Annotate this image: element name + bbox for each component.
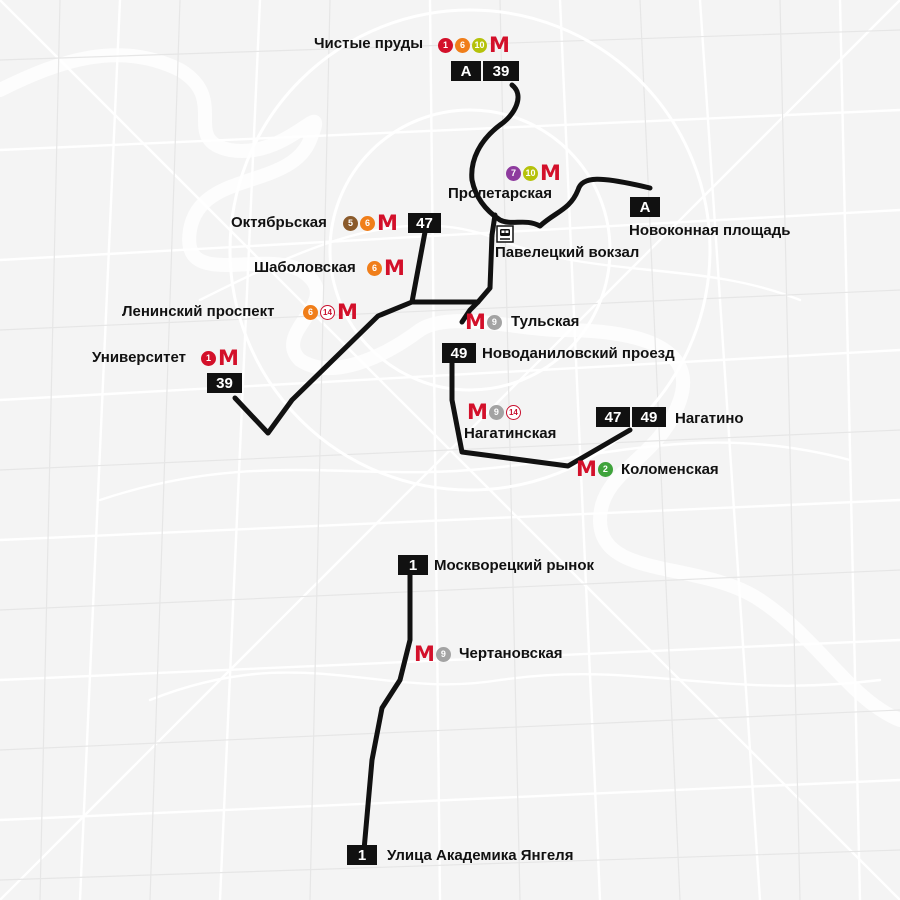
stop-label-universitet: Университет — [92, 349, 186, 366]
metro-lines-shabolovskaya: 6 M — [367, 256, 405, 280]
line-badge: 6 — [360, 215, 375, 231]
route-badge-47[interactable]: 47 — [408, 213, 441, 233]
line-badge: 6 — [455, 37, 470, 53]
route-badge-49[interactable]: 49 — [442, 343, 476, 363]
stop-label-proletarskaya: Пролетарская — [448, 185, 553, 202]
stop-label-novodanilovsky: Новоданиловский проезд — [482, 345, 675, 362]
stop-label-yangelya: Улица Академика Янгеля — [387, 847, 574, 864]
route-1-line[interactable] — [361, 572, 413, 853]
route-chips-novodanilovsky: 49 — [442, 343, 476, 363]
line-badge: 6 — [303, 304, 318, 320]
line-badge: 14 — [320, 304, 335, 320]
route-badge-47[interactable]: 47 — [596, 407, 630, 427]
stop-label-moskvoretsky: Москворецкий рынок — [434, 557, 595, 574]
route-chips-yangelya: 1 — [347, 845, 377, 865]
route-A-line[interactable] — [469, 82, 653, 229]
metro-icon: M — [337, 300, 358, 324]
line-badge: 9 — [486, 314, 502, 330]
route-49-line[interactable] — [449, 299, 633, 469]
line-badge: 6 — [367, 260, 382, 276]
route-chips-chistye-prudy: А 39 — [451, 61, 519, 81]
route-chips-moskvoretsky: 1 — [398, 555, 428, 575]
line-badge: 14 — [505, 404, 521, 420]
stop-label-tulskaya: Тульская — [511, 313, 580, 330]
metro-icon: M — [540, 161, 561, 185]
stop-label-nagatinskaya: Нагатинская — [464, 425, 557, 442]
stop-label-kolomenskaya: Коломенская — [621, 461, 719, 478]
line-badge: 10 — [472, 37, 487, 53]
line-badge: 1 — [438, 37, 453, 53]
line-badge: 5 — [343, 215, 358, 231]
stop-label-oktyabrskaya: Октябрьская — [231, 214, 327, 231]
route-badge-39[interactable]: 39 — [483, 61, 519, 81]
metro-lines-nagatinskaya: M 9 14 — [467, 400, 521, 424]
metro-icon: M — [465, 310, 486, 334]
metro-lines-kolomenskaya: M 2 — [576, 457, 613, 481]
stop-label-leninsky: Ленинский проспект — [122, 303, 275, 320]
train-station-icon — [496, 225, 514, 243]
metro-lines-tulskaya: M 9 — [465, 310, 502, 334]
route-badge-1[interactable]: 1 — [347, 845, 377, 865]
route-badge-49[interactable]: 49 — [632, 407, 666, 427]
metro-icon: M — [377, 211, 398, 235]
metro-icon: M — [218, 346, 239, 370]
metro-icon: M — [384, 256, 405, 280]
line-badge: 7 — [506, 165, 521, 181]
metro-lines-universitet: 1 M — [201, 346, 239, 370]
river — [0, 48, 900, 727]
route-chips-novokonnaya: А — [630, 197, 660, 217]
stop-label-chertanovskaya: Чертановская — [459, 645, 563, 662]
line-badge: 2 — [597, 461, 613, 477]
metro-lines-proletarskaya: 7 10 M — [506, 161, 561, 185]
metro-icon: M — [489, 33, 510, 57]
line-badge: 1 — [201, 350, 216, 366]
route-badge-39[interactable]: 39 — [207, 373, 242, 393]
stop-label-nagatino: Нагатино — [675, 410, 744, 427]
route-chips-nagatino: 47 49 — [596, 407, 666, 427]
metro-lines-chistye-prudy: 1 6 10 M — [438, 33, 510, 57]
line-badge: 9 — [435, 646, 451, 662]
metro-icon: M — [414, 642, 435, 666]
stop-label-paveletsky: Павелецкий вокзал — [495, 244, 640, 261]
route-badge-A[interactable]: А — [630, 197, 660, 217]
metro-lines-leninsky: 6 14 M — [303, 300, 358, 324]
line-badge: 10 — [523, 165, 538, 181]
line-badge: 9 — [488, 404, 504, 420]
metro-icon: M — [576, 457, 597, 481]
route-chips-oktyabrskaya: 47 — [408, 213, 441, 233]
route-badge-A[interactable]: А — [451, 61, 481, 81]
route-badge-1[interactable]: 1 — [398, 555, 428, 575]
stop-label-chistye-prudy: Чистые пруды — [314, 35, 424, 52]
stop-label-novokonnaya: Новоконная площадь — [629, 222, 791, 239]
metro-lines-chertanovskaya: M 9 — [414, 642, 451, 666]
metro-lines-oktyabrskaya: 5 6 M — [343, 211, 398, 235]
route-chips-universitet: 39 — [207, 373, 242, 393]
route-47-line[interactable] — [409, 229, 428, 305]
metro-icon: M — [467, 400, 488, 424]
stop-label-shabolovskaya: Шаболовская — [254, 259, 356, 276]
